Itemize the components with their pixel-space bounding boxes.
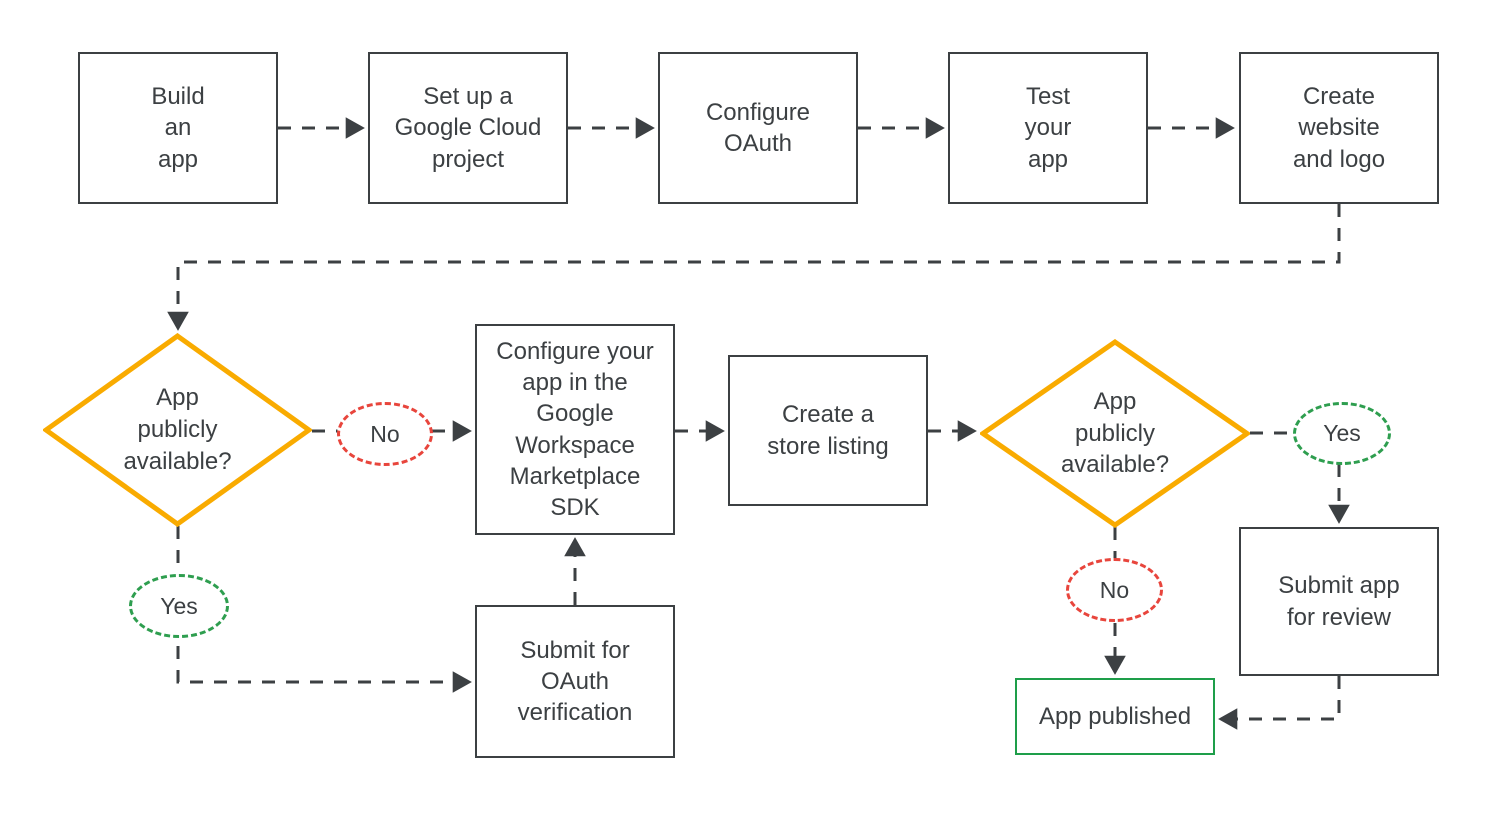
node-submit-for-oauth-verification[interactable]: Submit for OAuth verification — [475, 605, 675, 758]
node-label: App publicly available? — [123, 384, 232, 475]
edge-review-to-published — [1218, 676, 1341, 730]
node-test-your-app[interactable]: Test your app — [948, 52, 1148, 204]
node-set-up-google-cloud-project[interactable]: Set up a Google Cloud project — [368, 52, 568, 204]
edge-label-text: Yes — [160, 592, 198, 619]
diamond-shape — [43, 333, 312, 527]
node-label: Build an app — [151, 83, 205, 173]
diamond-shape — [980, 339, 1250, 528]
edge-label-no-2: No — [1066, 558, 1163, 622]
edge-label-yes-1: Yes — [129, 574, 229, 638]
node-label: Test your app — [1024, 83, 1072, 173]
edge-label-text: No — [1099, 576, 1130, 603]
node-label: Configure your app in the Google Workspa… — [496, 337, 654, 521]
node-build-an-app[interactable]: Build an app — [78, 52, 278, 204]
node-label: Set up a Google Cloud project — [394, 83, 542, 173]
node-create-website-and-logo[interactable]: Create website and logo — [1239, 52, 1439, 204]
node-label: App published — [1038, 702, 1192, 730]
node-label: Submit app for review — [1278, 572, 1400, 631]
node-configure-app-in-marketplace-sdk[interactable]: Configure your app in the Google Workspa… — [475, 324, 675, 535]
node-decision-app-publicly-available-2[interactable]: App publicly available? — [980, 339, 1250, 528]
edge-label-yes-2: Yes — [1293, 402, 1391, 465]
node-decision-app-publicly-available-1[interactable]: App publicly available? — [43, 333, 312, 527]
node-submit-app-for-review[interactable]: Submit app for review — [1239, 527, 1439, 676]
node-configure-oauth[interactable]: Configure OAuth — [658, 52, 858, 204]
node-label: Create a store listing — [767, 401, 889, 460]
node-label: Configure OAuth — [705, 98, 811, 157]
edge-label-text: No — [370, 420, 400, 447]
node-label: Create website and logo — [1292, 83, 1386, 173]
node-app-published[interactable]: App published — [1015, 678, 1215, 755]
node-label: Submit for OAuth verification — [517, 636, 633, 727]
edge-label-text: Yes — [1323, 420, 1361, 446]
edge-website-to-decision1 — [167, 204, 1341, 331]
node-label: App publicly available? — [1060, 387, 1170, 479]
node-create-a-store-listing[interactable]: Create a store listing — [728, 355, 928, 506]
edge-label-no-1: No — [337, 402, 433, 466]
